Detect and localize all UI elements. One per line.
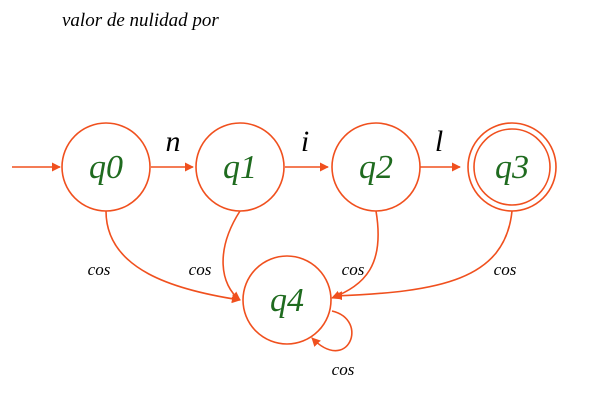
transition-q4-self-loop <box>311 310 353 352</box>
edge-label-cos: cos <box>189 260 212 279</box>
state-circle <box>331 122 421 212</box>
edge-label-l: l <box>435 125 443 158</box>
edge-label-cos: cos <box>332 360 355 379</box>
edge-label-cos: cos <box>88 260 111 279</box>
transition-q0-q4 <box>105 210 241 304</box>
transition-q2-q4 <box>331 210 379 300</box>
state-circle <box>242 255 332 345</box>
edge-label-n: n <box>166 125 181 158</box>
state-q4: q4 <box>242 255 332 345</box>
state-label: q0 <box>89 149 123 186</box>
state-circle <box>61 122 151 212</box>
transition-q3-q4 <box>333 210 513 301</box>
state-q3: q3 <box>467 122 557 212</box>
edge-label-cos: cos <box>342 260 365 279</box>
state-label: q4 <box>270 282 304 319</box>
state-label: q1 <box>223 149 257 186</box>
state-q1: q1 <box>195 122 285 212</box>
state-circle <box>467 122 557 212</box>
edge-label-cos: cos <box>494 260 517 279</box>
state-circle <box>195 122 285 212</box>
diagram-heading: valor de nulidad por <box>62 10 219 31</box>
state-q0: q0 <box>61 122 151 212</box>
transition-q1-q4 <box>222 210 241 301</box>
edge-label-i: i <box>301 125 309 158</box>
state-q2: q2 <box>331 122 421 212</box>
state-label: q2 <box>359 149 393 186</box>
accepting-inner-circle <box>473 128 551 206</box>
state-label: q3 <box>495 149 529 186</box>
